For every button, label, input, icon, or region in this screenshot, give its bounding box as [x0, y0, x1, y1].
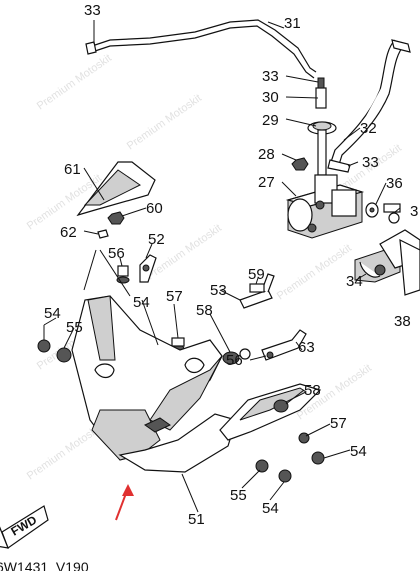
pointer-arrow [115, 484, 134, 521]
callout-3: 3 [410, 203, 418, 220]
clip-62 [97, 229, 109, 239]
callout-53: 53 [210, 282, 227, 299]
panel-lower-right [219, 383, 322, 441]
leader-lines [43, 20, 401, 513]
callout-56a: 56 [108, 245, 125, 262]
nut-60 [107, 211, 125, 225]
grommet-55a [56, 347, 72, 363]
callout-33b: 33 [262, 68, 279, 85]
cowling-51 [71, 295, 237, 473]
bolt-54b [37, 325, 51, 353]
callout-54d: 54 [262, 500, 279, 517]
callout-54c: 54 [350, 443, 367, 460]
diagram-code: 6W1431_V190 [0, 559, 89, 571]
callout-62: 62 [60, 224, 77, 241]
clip-33 [327, 159, 351, 173]
callout-27: 27 [258, 174, 275, 191]
callout-58b: 58 [304, 382, 321, 399]
bolt-59 [249, 283, 265, 293]
visor-61 [76, 161, 156, 217]
callout-56b: 56 [226, 352, 243, 369]
washer-36 [365, 202, 379, 218]
hose-31 [85, 19, 317, 79]
callout-57b: 57 [330, 415, 347, 432]
callout-58a: 58 [196, 302, 213, 319]
callout-31: 31 [284, 15, 301, 32]
bracket-34 [354, 229, 420, 296]
callout-29: 29 [262, 112, 279, 129]
callout-51: 51 [188, 511, 205, 528]
watermark-text: Premium Motoskit [125, 92, 204, 152]
fwd-indicator: FWD [0, 505, 49, 549]
callout-60: 60 [146, 200, 163, 217]
callout-63: 63 [298, 339, 315, 356]
bolt-3 [383, 203, 401, 224]
bolt-57b [298, 432, 310, 444]
watermark-text: Premium Motoskit [275, 242, 354, 302]
callout-36: 36 [386, 175, 403, 192]
callout-33c: 33 [362, 154, 379, 171]
callout-34: 34 [346, 273, 363, 290]
bolt-54d [278, 469, 292, 483]
callout-57a: 57 [166, 288, 183, 305]
canister-27 [285, 174, 365, 239]
bracket-52 [139, 254, 157, 283]
bracket-63 [261, 329, 307, 361]
callout-61: 61 [64, 161, 81, 178]
callout-33a: 33 [84, 2, 101, 19]
bolt-56a [116, 265, 130, 284]
callout-38: 38 [394, 313, 411, 330]
watermark-text: Premium Motoskit [35, 52, 114, 112]
callout-labels: 33 31 33 30 29 32 28 33 27 36 3 61 60 62… [44, 2, 418, 528]
hose-32 [329, 39, 411, 169]
callout-32: 32 [360, 120, 377, 137]
callout-55a: 55 [66, 319, 83, 336]
grommet-58b [273, 399, 289, 413]
callout-55b: 55 [230, 487, 247, 504]
callout-52: 52 [148, 231, 165, 248]
grommet-55b [255, 459, 269, 473]
fitting-30 [315, 77, 327, 109]
watermark-text: Premium Motoskit [25, 422, 104, 482]
bracket-53 [239, 273, 275, 309]
callout-54a: 54 [133, 294, 150, 311]
callout-30: 30 [262, 89, 279, 106]
callout-54b: 54 [44, 305, 61, 322]
bolt-54c [311, 451, 325, 465]
grommet-58a [222, 348, 251, 365]
nut-28 [291, 157, 309, 171]
grommet-29 [307, 121, 337, 176]
callout-59: 59 [248, 266, 265, 283]
callout-28: 28 [258, 146, 275, 163]
